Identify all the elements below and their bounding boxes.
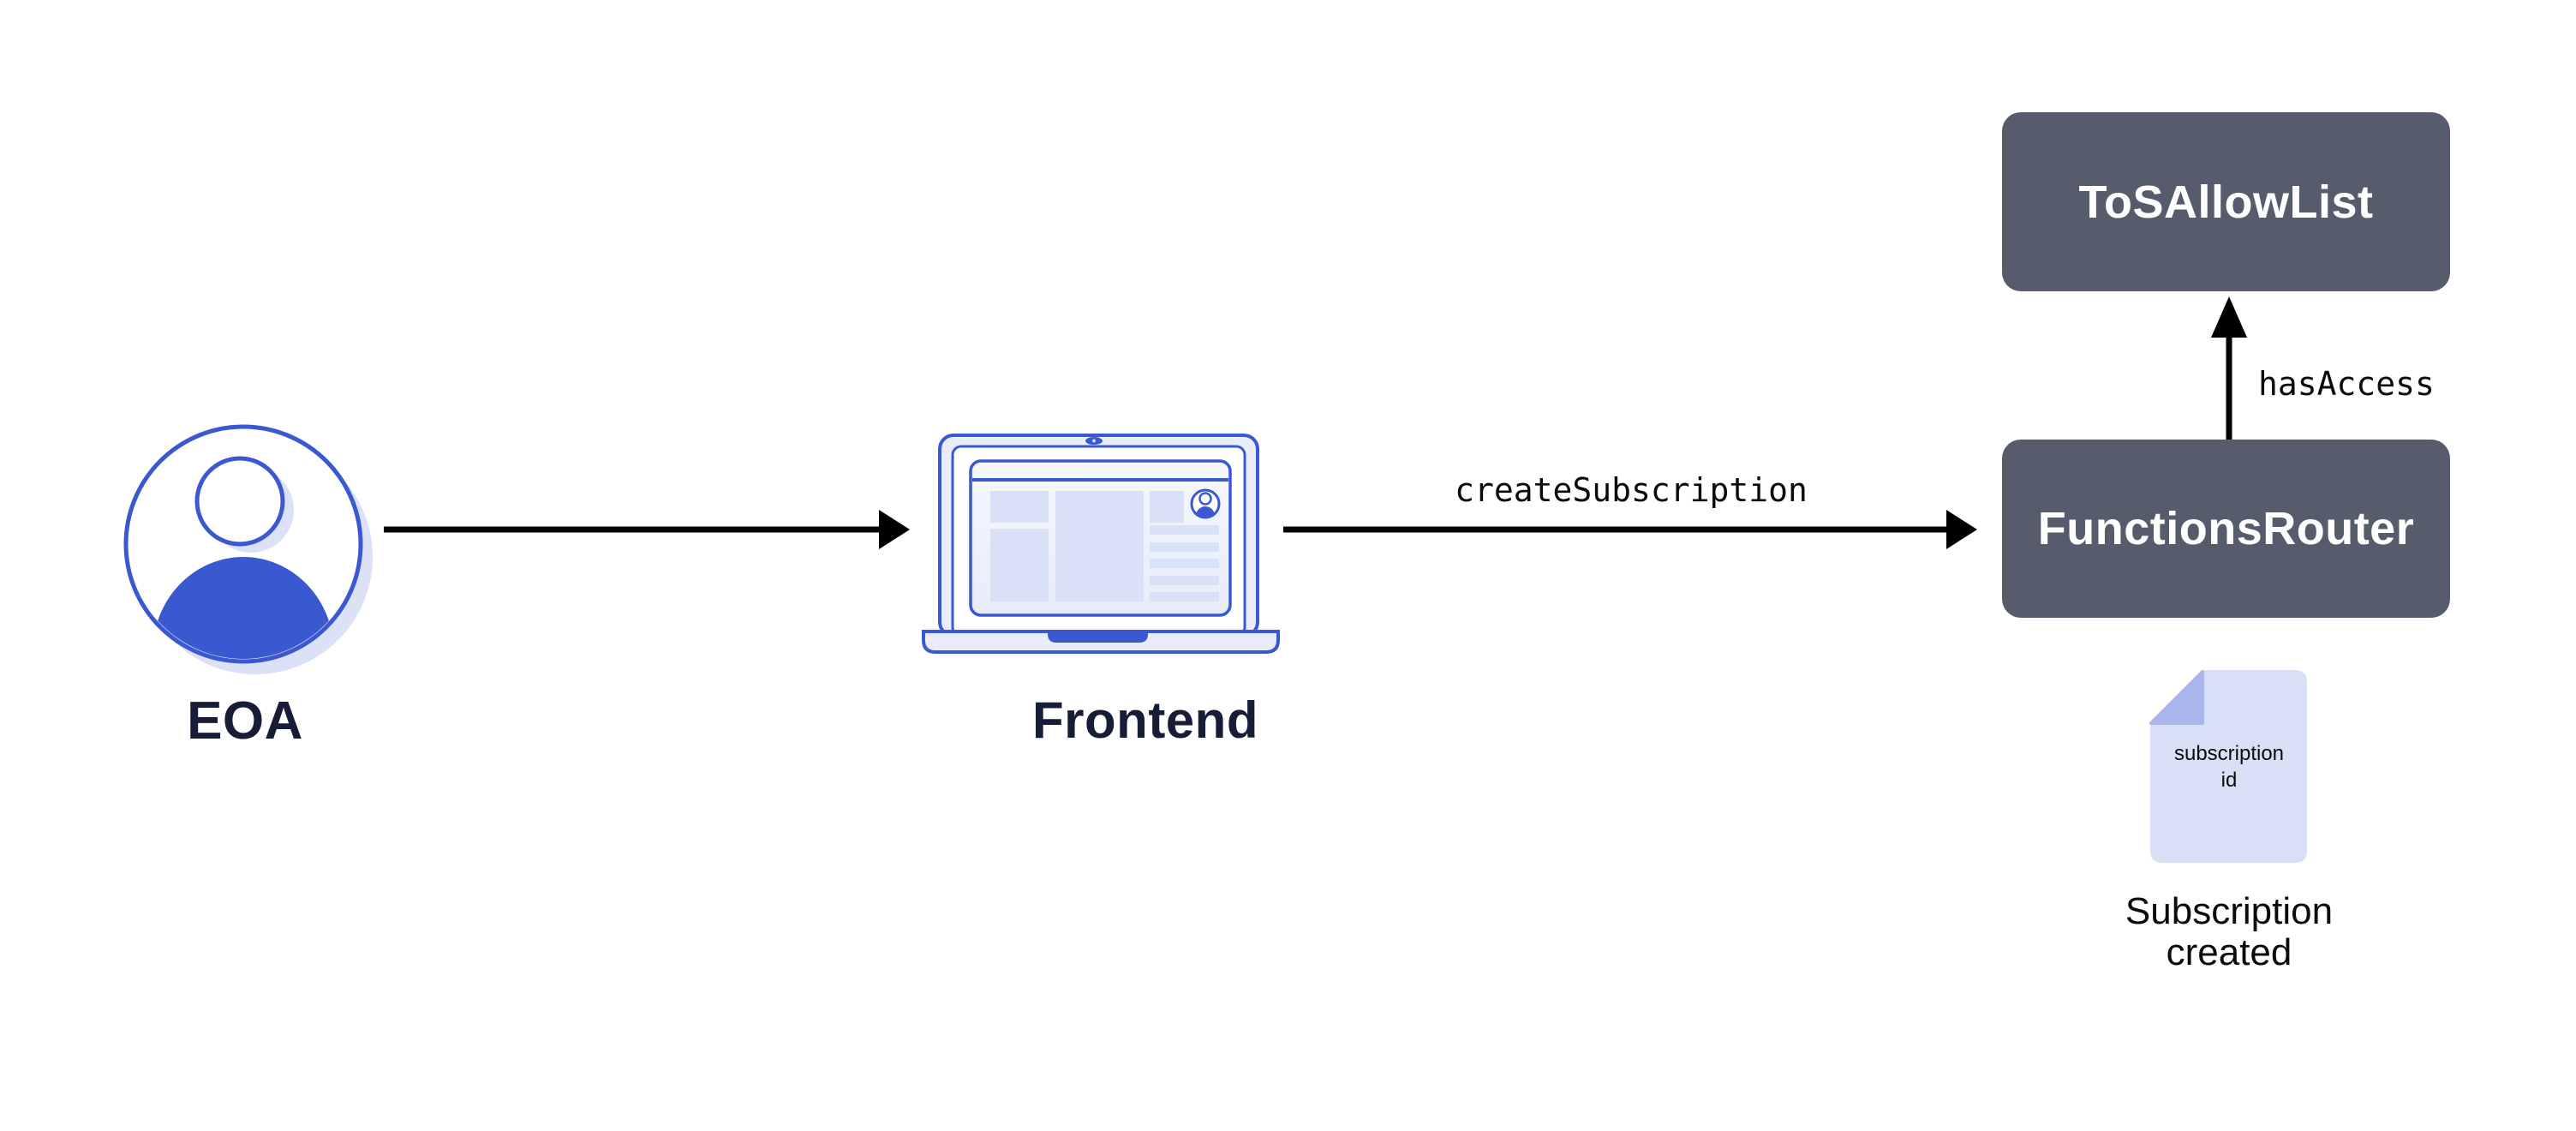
functions-router-box: FunctionsRouter [2002, 440, 2450, 618]
eoa-avatar-icon [123, 424, 373, 674]
laptop-icon [922, 434, 1280, 654]
tos-allow-list-box: ToSAllowList [2002, 112, 2450, 291]
subscription-id-text: subscription id [2173, 742, 2285, 792]
edge-label-createsubscription: createSubscription [1455, 471, 1808, 509]
arrow-functionsrouter-to-tosallowlist [2211, 296, 2247, 440]
subscription-document-icon [2149, 670, 2307, 863]
eoa-label: EOA [187, 691, 303, 751]
arrow-frontend-to-functionsrouter [1283, 510, 1977, 549]
frontend-label: Frontend [1032, 691, 1258, 749]
subscription-created-caption: Subscription created [2125, 890, 2334, 973]
arrow-eoa-to-frontend [384, 510, 910, 549]
functions-router-label: FunctionsRouter [2037, 503, 2415, 554]
edge-label-hasaccess: hasAccess [2258, 365, 2435, 403]
tos-allow-list-label: ToSAllowList [2078, 176, 2374, 228]
